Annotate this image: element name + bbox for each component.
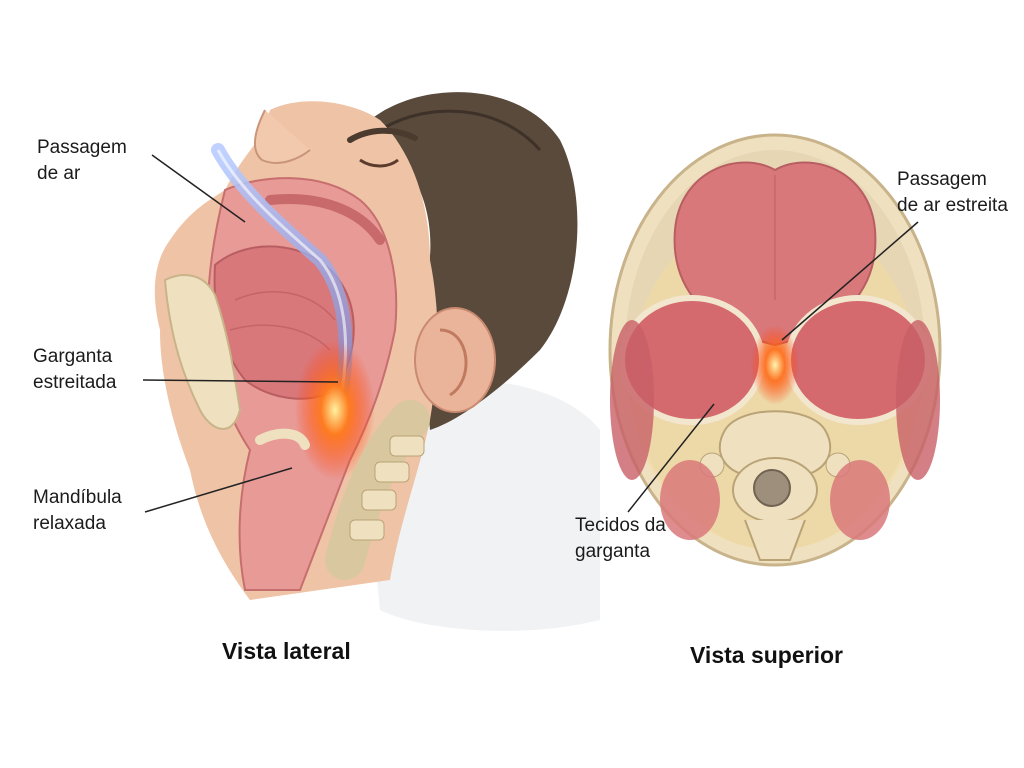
caption-top-view: Vista superior	[690, 642, 843, 668]
leader-airway	[151, 154, 246, 223]
cervical-spine	[325, 400, 430, 580]
closed-eye	[359, 158, 399, 168]
leader-throat	[142, 379, 339, 383]
caption-lateral-view: Vista lateral	[222, 638, 351, 664]
label-airway: Passagem de ar	[37, 137, 127, 184]
leader-tissues	[627, 403, 715, 513]
eyebrow	[347, 127, 418, 143]
label-relaxed-jaw: Mandíbula relaxada	[33, 487, 122, 534]
label-throat-tissues: Tecidos da garganta	[575, 515, 666, 562]
hair	[370, 92, 578, 430]
nose	[254, 109, 311, 164]
narrow-airway-glow	[751, 325, 799, 405]
hyoid	[255, 428, 310, 450]
leader-narrow-airway	[781, 221, 919, 341]
vertebra	[699, 410, 851, 561]
jaw-bone	[163, 274, 242, 430]
soft-palate	[265, 194, 385, 245]
ear	[414, 307, 496, 413]
label-narrowed-throat: Garganta estreitada	[33, 346, 117, 393]
obstruction-glow	[295, 340, 375, 480]
label-narrow-airway: Passagem de ar estreita	[897, 169, 1008, 216]
leader-jaw	[144, 467, 293, 513]
